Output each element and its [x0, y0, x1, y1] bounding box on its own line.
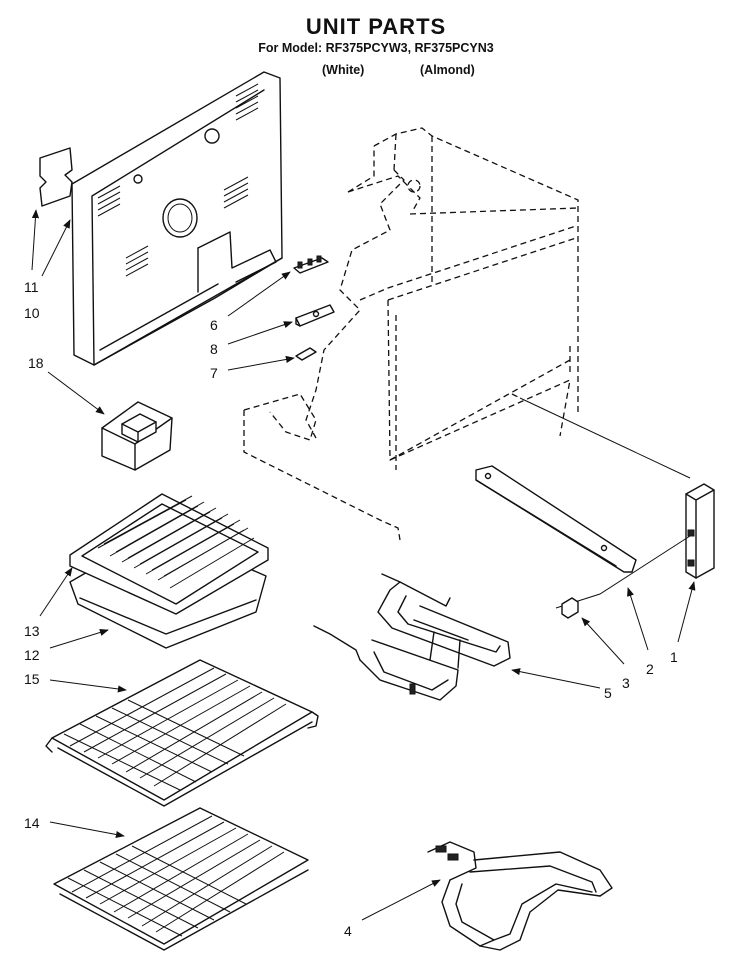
part-4-bake-element [427, 841, 613, 951]
callout-1: 1 [670, 649, 678, 665]
callout-18: 18 [28, 355, 44, 371]
part-18-terminal-box [101, 401, 173, 471]
part-3-clip [561, 597, 579, 619]
part-10-back-panel [71, 71, 283, 366]
leader-arrows [31, 209, 696, 921]
callout-3: 3 [622, 675, 630, 691]
page-title: UNIT PARTS [305, 14, 447, 39]
part-5-broil-element [313, 573, 511, 701]
part-7-clip [295, 347, 317, 361]
callout-13: 13 [24, 623, 40, 639]
callout-15: 15 [24, 671, 40, 687]
finish-almond-label: (Almond) [420, 63, 475, 77]
model-numbers: For Model: RF375PCYW3, RF375PCYN3 [258, 41, 494, 55]
callout-7: 7 [210, 365, 218, 381]
callout-14: 14 [24, 815, 40, 831]
callout-12: 12 [24, 647, 40, 663]
callout-10: 10 [24, 305, 40, 321]
finish-white-label: (White) [322, 63, 365, 77]
part-11-insulation-clip [39, 147, 73, 207]
callout-5: 5 [604, 685, 612, 701]
callout-4: 4 [344, 923, 352, 939]
part-15-oven-rack [45, 659, 319, 807]
callout-2: 2 [646, 661, 654, 677]
part-14-oven-rack [53, 807, 309, 951]
part-1-end-cap [685, 483, 715, 579]
callout-8: 8 [210, 341, 218, 357]
range-cabinet-outline [243, 127, 691, 541]
part-8-bracket [295, 304, 335, 327]
part-6-terminal-block [293, 255, 329, 274]
callout-11: 11 [24, 279, 39, 295]
part-2-broil-rail [475, 465, 637, 573]
part-13-broil-grid [69, 493, 269, 615]
callout-6: 6 [210, 317, 218, 333]
